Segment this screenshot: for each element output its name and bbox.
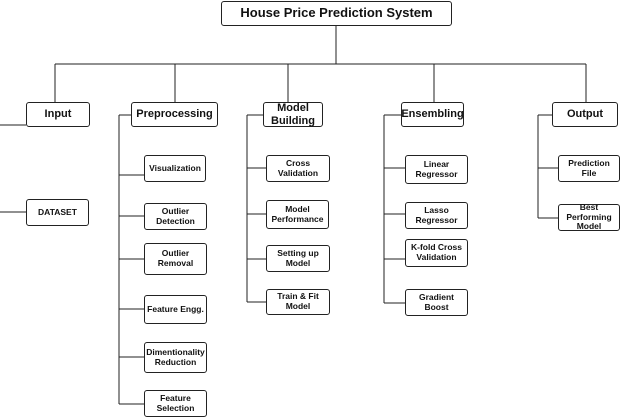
item-linear-regressor: Linear Regressor — [405, 155, 468, 184]
heading-input: Input — [26, 102, 90, 127]
heading-ensembling: Ensembling — [401, 102, 464, 127]
heading-preprocessing: Preprocessing — [131, 102, 218, 127]
heading-model-building: Model Building — [263, 102, 323, 127]
item-feature-engg: Feature Engg. — [144, 295, 207, 324]
item-k-fold-cross-validation: K-fold Cross Validation — [405, 239, 468, 267]
item-cross-validation: Cross Validation — [266, 155, 330, 182]
item-feature-selection: Feature Selection — [144, 390, 207, 417]
item-outlier-removal: Outlier Removal — [144, 243, 207, 275]
item-model-performance: Model Performance — [266, 200, 329, 229]
heading-output: Output — [552, 102, 618, 127]
item-dimentionality-reduction: Dimentionality Reduction — [144, 342, 207, 373]
title-box: House Price Prediction System — [221, 1, 452, 26]
item-best-performing-model: Best Performing Model — [558, 202, 620, 231]
item-visualization: Visualization — [144, 155, 206, 182]
item-train-fit-model: Train & Fit Model — [266, 289, 330, 315]
item-setting-up-model: Setting up Model — [266, 245, 330, 272]
item-outlier-detection: Outlier Detection — [144, 203, 207, 230]
item-prediction-file: Prediction File — [558, 155, 620, 182]
item-lasso-regressor: Lasso Regressor — [405, 202, 468, 229]
item-dataset: DATASET — [26, 199, 89, 226]
item-gradient-boost: Gradient Boost — [405, 289, 468, 316]
